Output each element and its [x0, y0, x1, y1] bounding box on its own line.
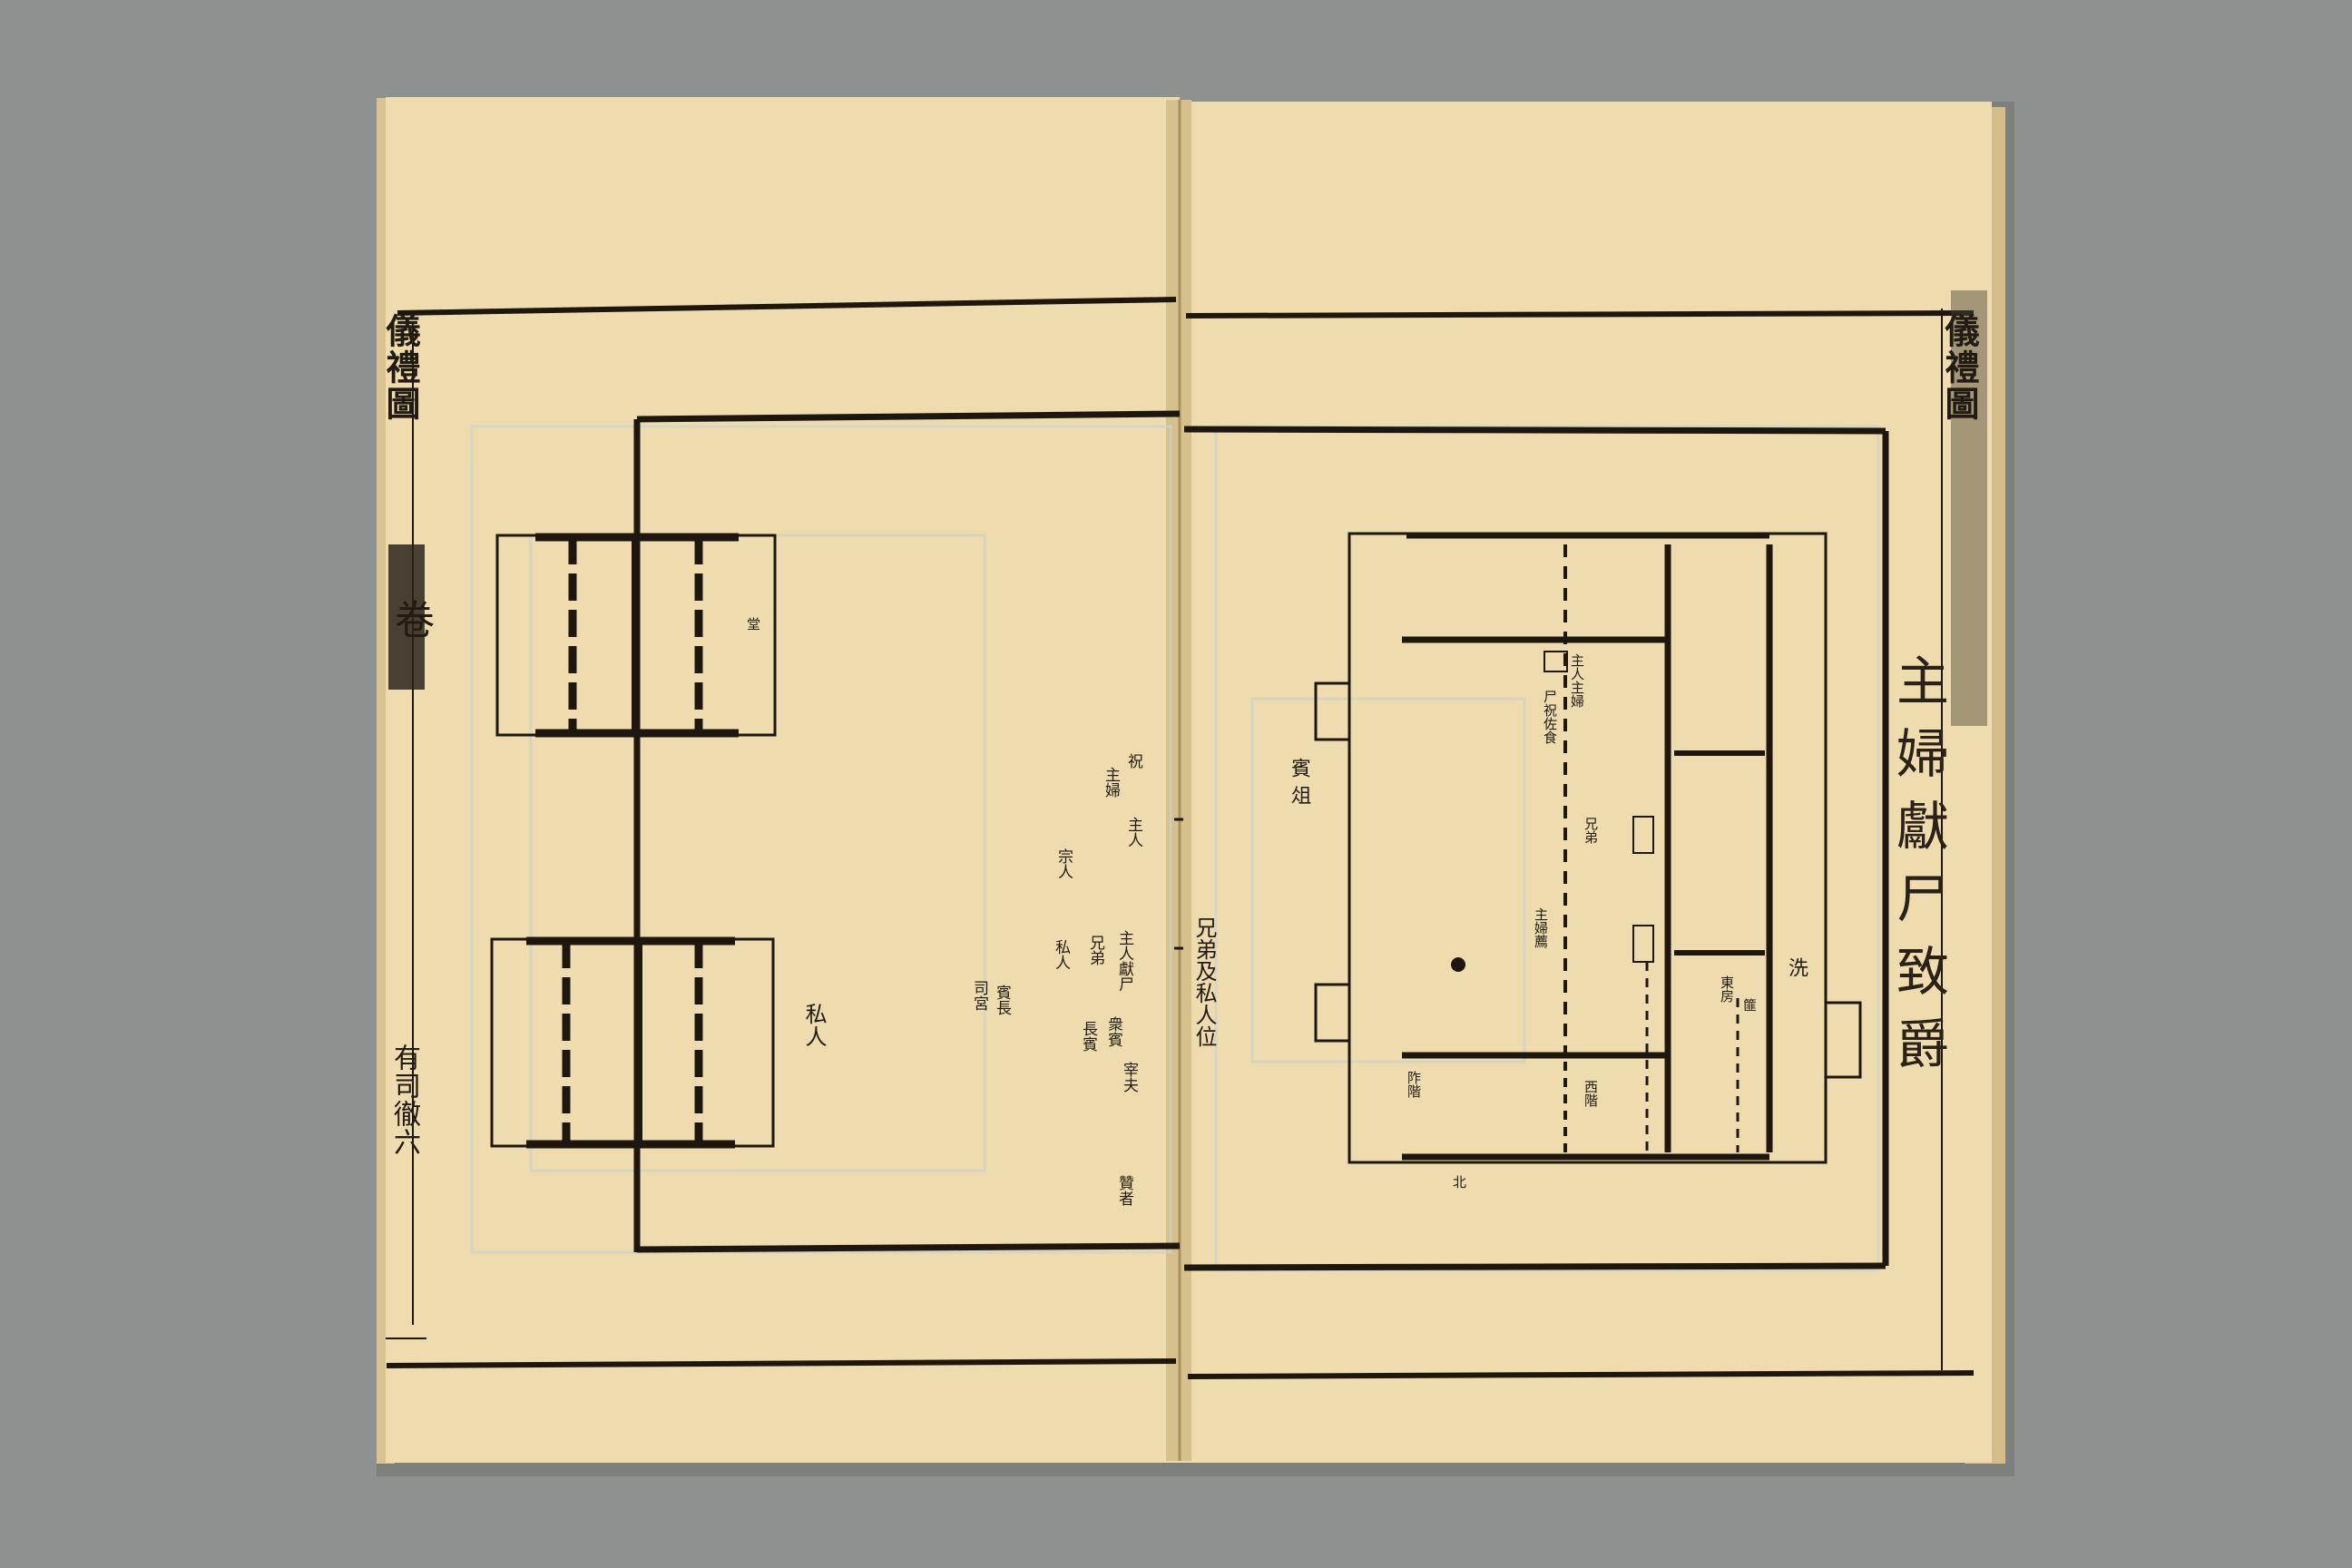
binding-edge	[1951, 290, 1987, 726]
right-page-title: 儀禮圖	[1939, 313, 1980, 422]
private-persons-label: 私人	[801, 1003, 827, 1048]
cluster-2: 尸祝佐食	[1542, 690, 1558, 744]
cluster-3: 兄弟	[1583, 817, 1599, 844]
table-label: 俎	[1288, 785, 1310, 806]
cluster-10: 北	[1451, 1175, 1467, 1189]
note-1: 主人獻尸	[1115, 930, 1133, 992]
officiant-b: 宗人	[1054, 848, 1073, 879]
cluster-6: 東房	[1719, 975, 1735, 1003]
note-3: 私人	[1052, 939, 1070, 970]
label-box	[1632, 816, 1654, 854]
left-page-folio: 有司徹六	[388, 1044, 420, 1156]
note-6: 賓長	[993, 985, 1011, 1015]
note-2: 兄弟	[1086, 935, 1104, 965]
seat-b: 主婦	[1102, 767, 1120, 798]
cluster-8: 西階	[1583, 1080, 1599, 1107]
altar-dot	[1451, 957, 1465, 972]
cluster-5: 篚	[1741, 998, 1758, 1012]
note-8: 宰夫	[1120, 1062, 1138, 1093]
right-page-heading: 主婦獻尸致爵	[1887, 653, 1949, 1089]
left-page	[386, 97, 1180, 1463]
officiant-a: 主人	[1124, 817, 1142, 848]
note-5: 長賓	[1079, 1021, 1097, 1052]
label-box	[1632, 925, 1654, 963]
cluster-1: 主人主婦	[1569, 653, 1585, 708]
cluster-9: 阼階	[1406, 1071, 1422, 1098]
guest-label: 賓	[1288, 758, 1310, 779]
cluster-7: 主婦薦	[1533, 907, 1549, 948]
note-4: 衆賓	[1104, 1016, 1122, 1047]
label-box	[1544, 651, 1568, 672]
ink-lines	[386, 297, 1975, 1379]
cluster-4: 洗	[1785, 957, 1808, 978]
binding-edge	[388, 544, 425, 690]
left-page-fascicle: 卷	[387, 599, 434, 640]
left-page-title: 儀禮圖	[380, 313, 421, 422]
seat-a: 祝	[1124, 753, 1142, 769]
room-label: 堂	[745, 617, 761, 631]
right-page	[1180, 102, 1992, 1463]
note-9: 贊者	[1115, 1175, 1133, 1206]
note-7: 司宮	[970, 980, 988, 1011]
row-text: 兄弟及私人位	[1191, 916, 1217, 1047]
